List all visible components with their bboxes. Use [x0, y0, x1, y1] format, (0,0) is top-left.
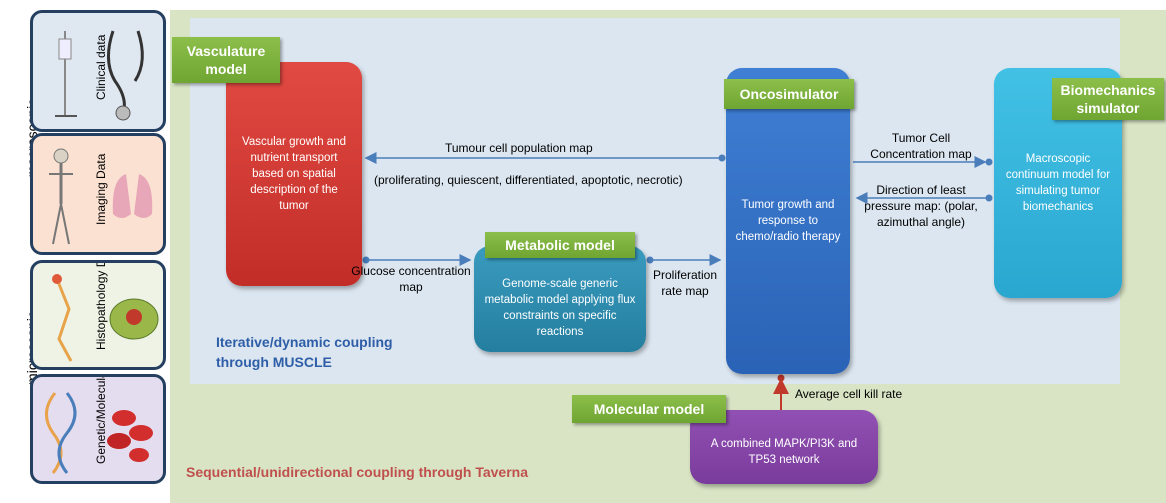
- vasculature-model-box: Vascular growth and nutrient transport b…: [226, 62, 362, 286]
- pressure-label: Direction of least pressure map: (polar,…: [864, 183, 978, 229]
- stethoscope-icon: [55, 30, 144, 121]
- clinical-data-card: Clinical data: [30, 10, 166, 132]
- metabolic-model-box: Genome-scale generic metabolic model app…: [474, 246, 646, 352]
- cell-states-label: (proliferating, quiescent, differentiate…: [374, 173, 683, 187]
- kill-rate-label: Average cell kill rate: [795, 387, 903, 401]
- biomechanics-title: Biomechanics simulator: [1052, 78, 1164, 120]
- genetic-molecular-data-card: Genetic/Molecular Data: [30, 374, 166, 484]
- dna-blood-cells-icon: [45, 392, 153, 474]
- proliferation-label: Proliferation rate map: [652, 268, 718, 298]
- molecular-model-body: A combined MAPK/PI3K and TP53 network: [710, 438, 858, 466]
- vasculature-model-title: Vasculature model: [172, 37, 280, 83]
- oncosimulator-box: Tumor growth and response to chemo/radio…: [726, 68, 850, 374]
- tumour-map-label: Tumour cell population map: [445, 141, 593, 155]
- molecular-model-title: Molecular model: [572, 395, 726, 423]
- oncosimulator-title: Oncosimulator: [724, 79, 854, 109]
- glucose-label: Glucose concentration map: [351, 264, 471, 294]
- metabolic-model-title: Metabolic model: [485, 232, 635, 258]
- molecular-model-box: A combined MAPK/PI3K and TP53 network: [690, 410, 878, 484]
- histopathology-data-card: Histopathology Data: [30, 260, 166, 370]
- biomechanics-body: Macroscopic continuum model for simulati…: [1005, 153, 1111, 213]
- imaging-data-card: Imaging Data: [30, 133, 166, 255]
- tumor-concentration-label: Tumor Cell Concentration map: [870, 131, 972, 161]
- sequential-coupling-label: Sequential/unidirectional coupling throu…: [186, 464, 528, 480]
- iterative-coupling-label: Iterative/dynamic coupling through MUSCL…: [216, 334, 393, 370]
- metabolic-model-body: Genome-scale generic metabolic model app…: [484, 278, 636, 338]
- vasculature-model-body: Vascular growth and nutrient transport b…: [242, 136, 346, 212]
- cell-icon: [52, 274, 159, 362]
- skeleton-lungs-icon: [49, 148, 153, 245]
- oncosimulator-body: Tumor growth and response to chemo/radio…: [735, 199, 841, 243]
